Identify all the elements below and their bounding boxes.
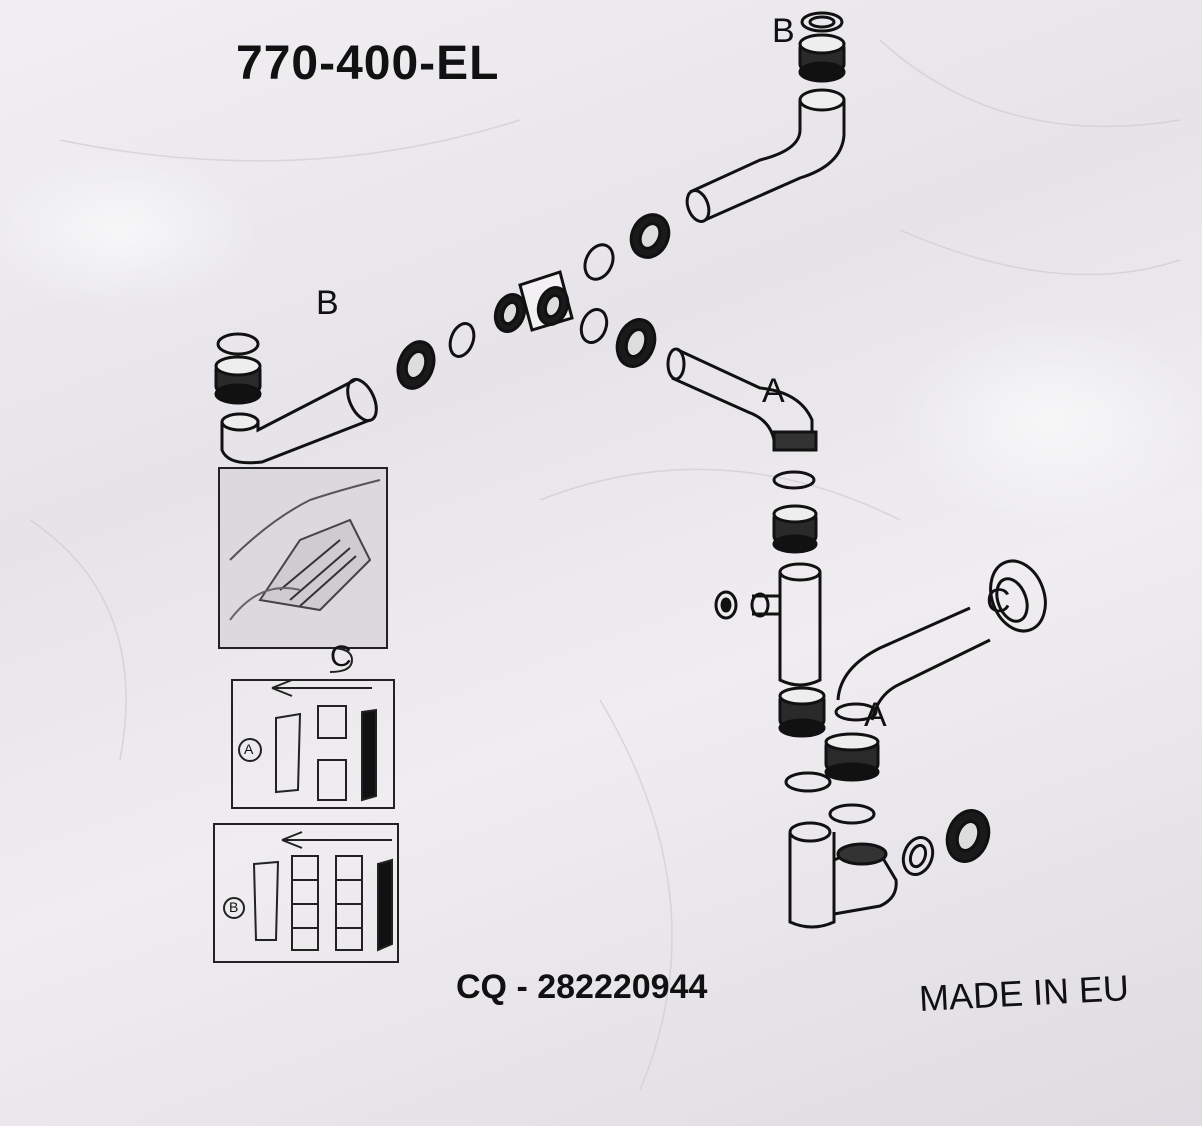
top-right-elbow-assembly — [685, 11, 846, 223]
middle-tee-chain — [396, 213, 671, 390]
part-label-c-trap: C — [986, 582, 1011, 620]
part-label-a-lower: A — [864, 696, 887, 734]
part-label-b-left: B — [316, 284, 339, 322]
paper-creases — [29, 39, 1181, 1091]
part-label-a-elbow: A — [762, 372, 785, 410]
model-number: 770-400-EL — [236, 37, 500, 90]
inset-photo-panel — [218, 467, 388, 673]
wall-flange-elbow — [778, 559, 1047, 825]
part-label-b-top: B — [772, 12, 795, 50]
cq-code: CQ - 282220944 — [456, 968, 708, 1006]
inset-panel-b — [213, 823, 399, 963]
vertical-tube-with-inlet — [714, 562, 822, 687]
inset-label-b: B — [229, 899, 239, 915]
right-elbow-assembly — [666, 347, 818, 554]
left-elbow-assembly — [214, 332, 378, 465]
inset-panel-a — [231, 679, 395, 809]
inset-label-c: C — [330, 640, 352, 673]
bottle-trap — [788, 809, 991, 929]
inset-label-a: A — [244, 741, 254, 757]
